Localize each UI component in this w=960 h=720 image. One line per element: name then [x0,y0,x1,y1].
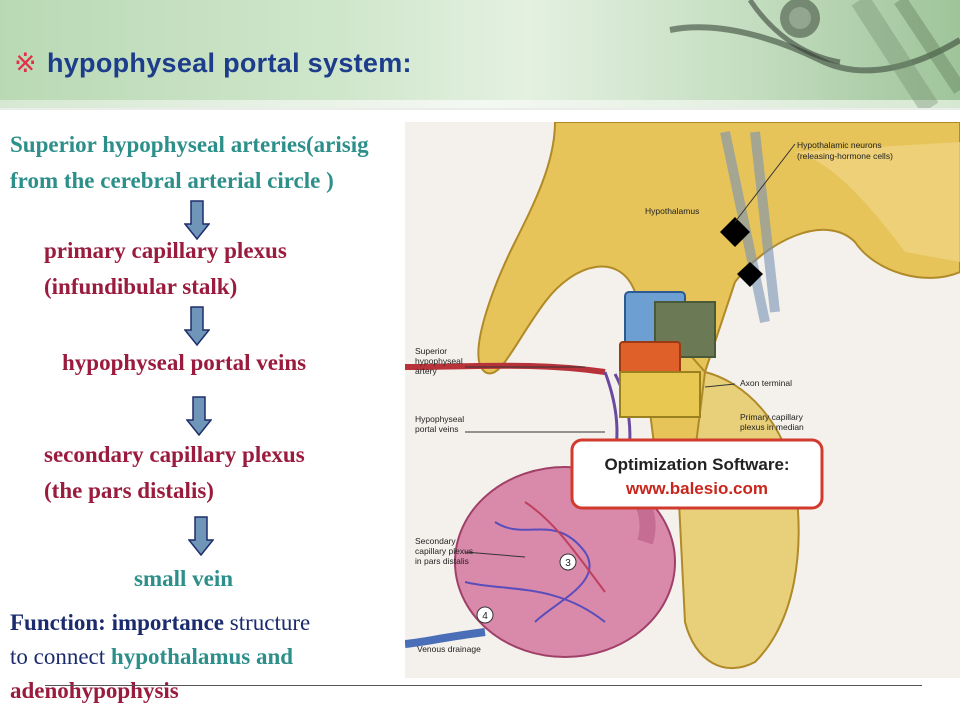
function-structure: structure [229,610,311,635]
watermark-url: www.balesio.com [625,479,768,498]
function-importance: importance [111,610,225,635]
header-stripe [0,100,960,108]
primary-plexus-line2: (infundibular stalk) [44,274,238,299]
label-secondary-1: Secondary [415,536,456,546]
secondary-plexus-line2: (the pars distalis) [44,478,214,503]
label-venous-drainage: Venous drainage [417,644,481,654]
reference-mark: ※ [14,48,37,78]
watermark-box: Optimization Software: www.balesio.com [570,438,824,510]
marker-4: 4 [482,611,488,622]
function-to-connect: to connect [10,644,106,669]
function-adenohypophysis: adenohypophysis [10,678,179,703]
label-axon-terminal: Axon terminal [740,378,792,388]
stethoscope-icon [669,0,960,108]
superior-arteries-line1: Superior hypophyseal arteries(arisig [10,132,369,157]
label-hypophyseal-portal-2: portal veins [415,424,458,434]
primary-plexus-line1: primary capillary plexus [44,238,287,263]
down-arrow-icon [184,306,210,346]
page-title: ※ hypophyseal portal system: [14,48,412,79]
down-arrow-icon [184,200,210,240]
label-secondary-2: capillary plexus [415,546,473,556]
label-hypothalamic-neurons-1: Hypothalamic neurons [797,140,882,150]
label-hypothalamus: Hypothalamus [645,206,699,216]
page-title-text: hypophyseal portal system: [46,48,412,78]
label-secondary-3: in pars distalis [415,556,469,566]
down-arrow-icon [186,396,212,436]
watermark-title: Optimization Software: [604,455,789,474]
function-hypothalamus: hypothalamus and [110,644,294,669]
label-superior-2: hypophyseal [415,356,463,366]
label-superior-1: Superior [415,346,447,356]
label-primary-capillary-2: plexus in median [740,422,804,432]
superior-arteries-line2: from the cerebral arterial circle ) [10,168,334,193]
portal-veins: hypophyseal portal veins [62,350,307,375]
label-hypophyseal-portal-1: Hypophyseal [415,414,464,424]
down-arrow-icon [188,516,214,556]
label-primary-capillary-1: Primary capillary [740,412,804,422]
pituitary-diagram: 3 4 Hypothalamic neurons (releasing-horm… [405,122,960,678]
small-vein: small vein [134,566,234,591]
function-paragraph: Function: importance structure to connec… [10,606,440,708]
marker-3: 3 [565,558,571,569]
function-label: Function: [10,610,106,635]
label-hypothalamic-neurons-2: (releasing-hormone cells) [797,151,893,161]
hypothalamus-shape [477,122,960,375]
secondary-plexus-line1: secondary capillary plexus [44,442,305,467]
header-banner: ※ hypophyseal portal system: [0,0,960,110]
footer-rule [45,685,922,686]
label-superior-3: artery [415,366,437,376]
